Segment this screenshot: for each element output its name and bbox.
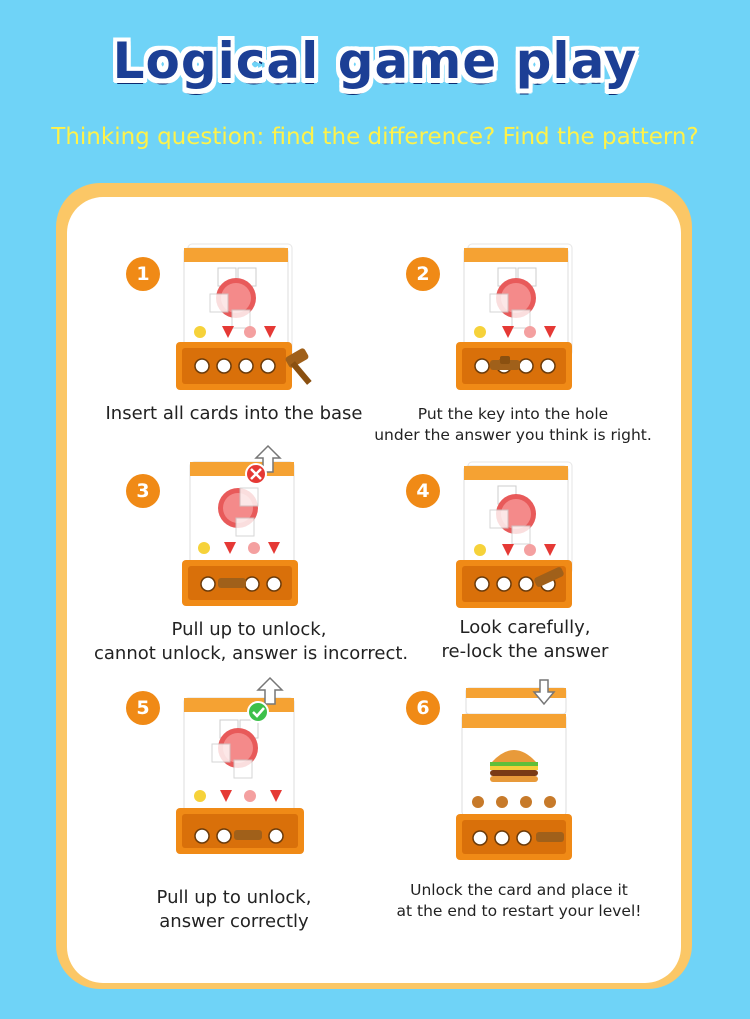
step-2-caption: Put the key into the hole under the answ… [374,405,652,444]
check-icon [247,701,269,723]
step-2-number: 2 [406,257,440,291]
page-title: Logical game play [112,32,638,90]
step-6-device-illustration [456,679,572,860]
step-5-device-illustration [176,676,304,854]
page-subtitle: Thinking question: find the difference? … [51,124,699,150]
key-in-hole-icon [490,356,520,370]
step-5-caption: Pull up to unlock, answer correctly [156,887,312,932]
step-1-device-illustration [176,243,312,390]
step-6-caption: Unlock the card and place it at the end … [396,881,642,920]
step-3-number: 3 [126,474,160,508]
step-1-caption: Insert all cards into the base [105,403,363,424]
step-4-number: 4 [406,474,440,508]
burger-icon [490,750,538,782]
step-2-device-illustration [456,243,573,390]
key-in-hole-icon [534,567,564,587]
step-1-number: 1 [126,257,160,291]
step-5-number: 5 [126,691,160,725]
step-6-number: 6 [406,691,440,725]
step-3-device-illustration [182,444,298,606]
step-4-device-illustration [456,461,573,608]
hammer-key-icon [285,348,312,385]
content-panel [67,197,681,983]
step-3-caption: Pull up to unlock, cannot unlock, answer… [94,619,409,664]
cross-icon [245,463,267,485]
step-4-caption: Look carefully, re-lock the answer [441,617,609,662]
